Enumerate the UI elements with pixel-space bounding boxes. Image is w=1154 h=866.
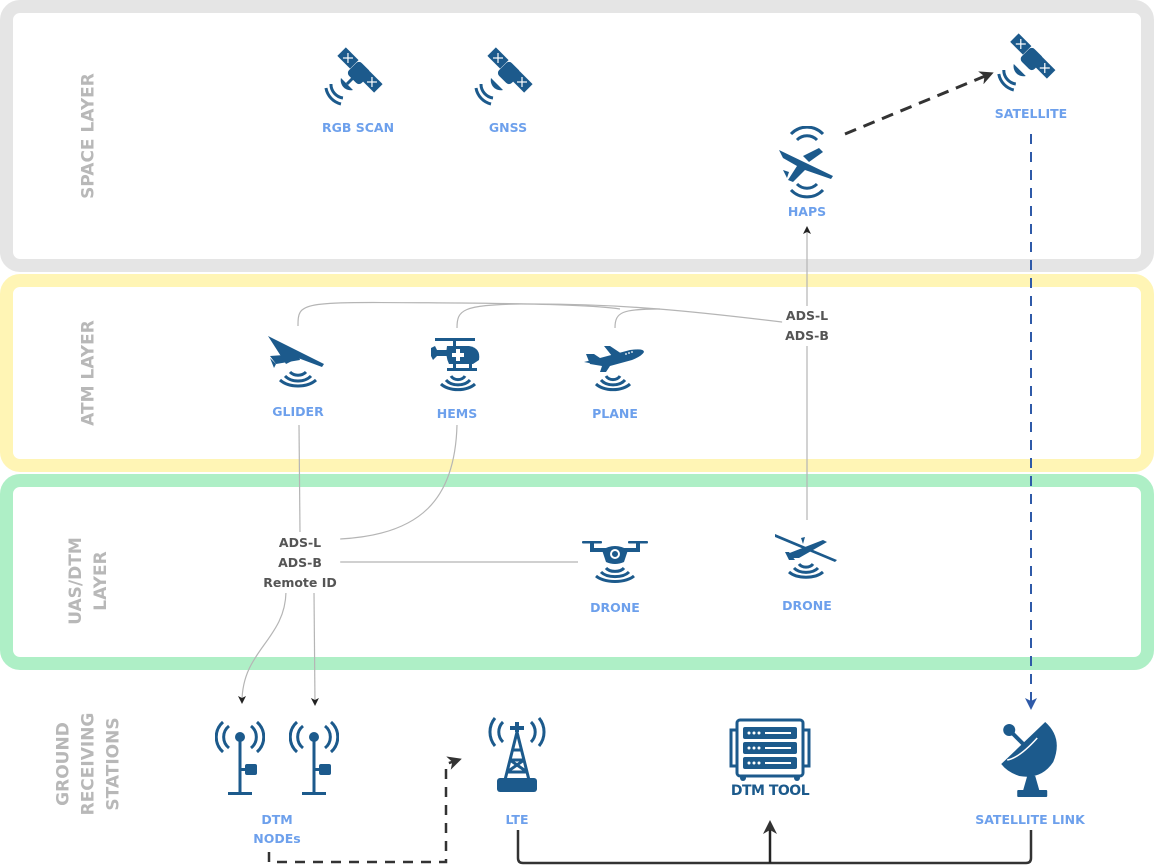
- fixed-wing-drone-icon: [775, 534, 837, 579]
- node-hems[interactable]: HEMS: [429, 336, 485, 423]
- uas-layer-frame: [0, 474, 1154, 670]
- haps-to-satellite-link: [844, 71, 994, 136]
- node-label: DRONE: [590, 600, 640, 615]
- quadcopter-icon: [582, 541, 648, 583]
- satellite-icon: [997, 33, 1056, 92]
- uas-protocol-labels: ADS-L ADS-B Remote ID: [260, 533, 340, 593]
- node-dtm-nodes[interactable]: DTM NODEs: [215, 720, 339, 848]
- cell-tower-icon: [488, 717, 546, 792]
- antenna-icon: [215, 720, 265, 795]
- hems-to-uas-line: [339, 424, 458, 540]
- satellite-icon: [324, 47, 383, 106]
- node-satellite-link[interactable]: SATELLITE LINK: [975, 718, 1085, 829]
- satellite-icon: [474, 47, 533, 106]
- node-label: DTM NODEs: [253, 812, 301, 846]
- node-drone-quad[interactable]: DRONE: [580, 538, 650, 617]
- antenna-icon: [289, 720, 339, 795]
- node-label: RGB SCAN: [321, 120, 395, 135]
- hems-to-adsl-line: [456, 303, 791, 329]
- node-label: GLIDER: [272, 404, 324, 419]
- space-layer-frame: [0, 0, 1154, 272]
- node-label: GNSS: [488, 120, 528, 135]
- atm-layer-frame: [0, 274, 1154, 472]
- node-haps[interactable]: HAPS: [775, 126, 839, 221]
- glider-to-uas-line: [298, 424, 301, 533]
- node-label: SATELLITE LINK: [975, 812, 1085, 827]
- node-drone-fixed[interactable]: DRONE: [773, 532, 841, 615]
- node-rgb-scan[interactable]: RGB SCAN: [322, 46, 394, 137]
- node-satellite[interactable]: SATELLITE: [995, 32, 1067, 123]
- glider-to-adsl-line: [297, 301, 621, 327]
- satellite-dish-icon: [1000, 722, 1057, 797]
- node-dtm-tool[interactable]: DTM TOOL: [729, 718, 811, 801]
- nodes-to-lte-link: [267, 756, 462, 864]
- plane-to-adsl-line: [614, 308, 661, 329]
- airplane-icon: [584, 346, 644, 392]
- protocol-adsb: ADS-B: [278, 555, 322, 570]
- protocol-adsb: ADS-B: [785, 328, 829, 343]
- protocol-remote-id: Remote ID: [263, 575, 337, 590]
- node-label: HAPS: [787, 204, 827, 219]
- protocol-adsl: ADS-L: [278, 535, 322, 550]
- node-label: LTE: [505, 812, 529, 827]
- node-label: HEMS: [436, 406, 478, 421]
- server-rack-icon: [729, 718, 811, 781]
- node-label: SATELLITE: [994, 106, 1068, 121]
- node-label: DRONE: [782, 598, 832, 613]
- node-label: DTM TOOL: [730, 783, 810, 799]
- node-plane[interactable]: PLANE: [582, 336, 648, 423]
- glider-icon: [268, 336, 324, 388]
- helicopter-icon: [431, 338, 480, 392]
- node-lte[interactable]: LTE: [485, 716, 549, 829]
- node-label: PLANE: [592, 406, 638, 421]
- node-gnss[interactable]: GNSS: [473, 46, 543, 137]
- remoteid-to-node1-line: [238, 591, 287, 704]
- lte-to-dtmtool-link: [516, 830, 1033, 865]
- remoteid-to-node2-line: [310, 591, 319, 706]
- atm-protocol-labels: ADS-L ADS-B: [782, 306, 832, 346]
- airplane-icon: [779, 126, 833, 199]
- protocol-adsl: ADS-L: [785, 308, 829, 323]
- node-glider[interactable]: GLIDER: [266, 334, 330, 421]
